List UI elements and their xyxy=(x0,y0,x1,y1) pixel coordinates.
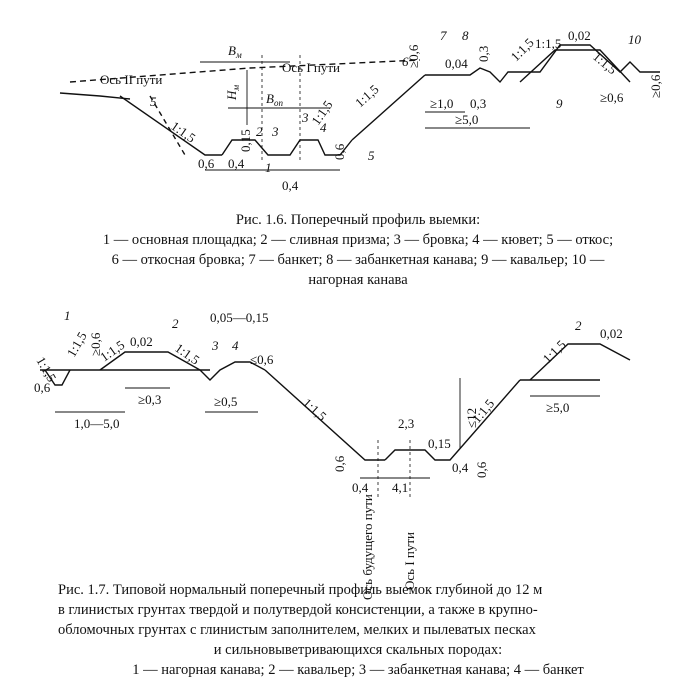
caption-1-7-line4: и сильновыветривающихся скальных породах… xyxy=(213,642,503,658)
figure-1-7-diagram: 1 2 2 3 4 ≥0,6 0,02 0,02 0,05—0,15 ≤0,6 … xyxy=(33,308,631,600)
right-slope xyxy=(351,74,426,141)
dim-ge06: ≥0,6 xyxy=(88,332,103,356)
dim-005-015: 0,05—0,15 xyxy=(210,310,269,325)
dim-23: 2,3 xyxy=(398,416,414,431)
num-2: 2 xyxy=(256,124,263,139)
num-4: 4 xyxy=(232,338,239,353)
dim-bm-label: Bм xyxy=(228,43,242,60)
dim-06a: 0,6 xyxy=(198,156,215,171)
bench-and-ditch xyxy=(425,44,660,84)
dim-002b: 0,02 xyxy=(600,326,623,341)
cavalier-right xyxy=(529,343,631,381)
dim-015: 0,15 xyxy=(238,129,253,152)
slope-label: 1:1,5 xyxy=(168,118,198,145)
dim-004: 0,04 xyxy=(445,56,468,71)
cavalier-mound xyxy=(519,49,631,83)
num-2b: 2 xyxy=(575,318,582,333)
ground-line-left xyxy=(59,92,131,100)
axis-one-label: Ось I пути xyxy=(402,532,417,590)
slope-e: 1:1,5 xyxy=(300,395,330,424)
dim-002: 0,02 xyxy=(568,28,591,43)
dim-ge06b: ≥0,6 xyxy=(600,90,624,105)
dim-06b: 0,6 xyxy=(332,143,347,160)
dim-04b: 0,4 xyxy=(282,178,299,193)
figure-1-7-caption: Рис. 1.7. Типовой нормальный поперечный … xyxy=(58,580,658,680)
left-dashed-slope xyxy=(149,95,186,156)
cavalier-left xyxy=(99,351,201,371)
dim-41: 4,1 xyxy=(392,480,408,495)
bench-ditch xyxy=(199,361,266,381)
dim-04a: 0,4 xyxy=(228,156,245,171)
num-1: 1 xyxy=(265,160,272,175)
num-1: 1 xyxy=(64,308,71,323)
caption-1-7-line3: обломочных грунтах с глинистым заполните… xyxy=(58,622,536,638)
figure-1-6-diagram: Ось II пути Ось I пути Bм Hм Bоп 1:1,5 1… xyxy=(59,28,663,193)
slope-b: 1:1,5 xyxy=(64,329,90,359)
num-7: 7 xyxy=(440,28,447,43)
dim-06c: 0,6 xyxy=(474,461,489,478)
num-5a: 5 xyxy=(150,94,157,109)
dim-04a: 0,4 xyxy=(352,480,369,495)
subgrade xyxy=(221,139,353,156)
slope-label-ditch: 1:1,5 xyxy=(508,35,537,64)
num-8: 8 xyxy=(462,28,469,43)
num-9: 9 xyxy=(556,96,563,111)
caption-1-7-line2: в глинистых грунтах твердой и полутвердо… xyxy=(58,602,538,618)
dim-ge06: ≥0,6 xyxy=(406,44,421,68)
num-6: 6 xyxy=(402,54,409,69)
dim-06a: 0,6 xyxy=(34,380,51,395)
num-4: 4 xyxy=(320,120,327,135)
dim-ge10: ≥1,0 xyxy=(430,96,453,111)
caption-1-6-line2: 1 — основная площадка; 2 — сливная призм… xyxy=(102,232,614,248)
ditch-left xyxy=(44,369,71,386)
dim-002a: 0,02 xyxy=(130,334,153,349)
natural-surface-dashed xyxy=(69,59,421,83)
slope-label-cav-right: 1:1,5 xyxy=(590,49,620,77)
slope-g: 1:1,5 xyxy=(540,337,569,366)
caption-1-6-line3: 6 — откосная бровка; 7 — банкет; 8 — заб… xyxy=(111,252,605,268)
slope-label-cav-left: 1:1,5 xyxy=(535,36,561,51)
axis-future-label: Ось будущего пути xyxy=(360,494,375,600)
dim-ge06c: ≥0,6 xyxy=(648,74,663,98)
axis-left-label: Ось II пути xyxy=(100,72,162,87)
dim-03b: 0,3 xyxy=(470,96,486,111)
dim-ge50: ≥5,0 xyxy=(546,400,569,415)
dim-bop-label: Bоп xyxy=(266,91,283,108)
dim-10-50: 1,0—5,0 xyxy=(74,416,120,431)
slope-label-right: 1:1,5 xyxy=(352,81,382,110)
dim-ge50: ≥5,0 xyxy=(455,112,478,127)
caption-1-7-line5: 1 — нагорная канава; 2 — кавальер; 3 — з… xyxy=(132,662,584,678)
dim-hm-label: Hм xyxy=(224,85,241,101)
num-2a: 2 xyxy=(172,316,179,331)
dim-le06: ≤0,6 xyxy=(250,352,274,367)
left-slope xyxy=(119,95,222,156)
dim-015: 0,15 xyxy=(428,436,451,451)
num-10: 10 xyxy=(628,32,642,47)
dim-ge05: ≥0,5 xyxy=(214,394,237,409)
num-5b: 5 xyxy=(368,148,375,163)
figure-1-6-caption: Рис. 1.6. Поперечный профиль выемки: 1 —… xyxy=(58,210,658,290)
dim-06b: 0,6 xyxy=(332,455,347,472)
dim-ge03: ≥0,3 xyxy=(138,392,161,407)
caption-1-6-title: Рис. 1.6. Поперечный профиль выемки: xyxy=(235,212,481,228)
caption-1-6-line4: нагорная канава xyxy=(308,272,408,288)
dim-04b: 0,4 xyxy=(452,460,469,475)
num-3: 3 xyxy=(271,124,279,139)
num-3: 3 xyxy=(211,338,219,353)
caption-1-7-line1: Рис. 1.7. Типовой нормальный поперечный … xyxy=(58,582,543,598)
num-3b: 3 xyxy=(301,110,309,125)
dim-03a: 0,3 xyxy=(476,46,491,62)
axis-right-label: Ось I пути xyxy=(282,60,340,75)
main-right-slope xyxy=(384,379,521,461)
dim-le12: ≤12 xyxy=(464,408,479,428)
